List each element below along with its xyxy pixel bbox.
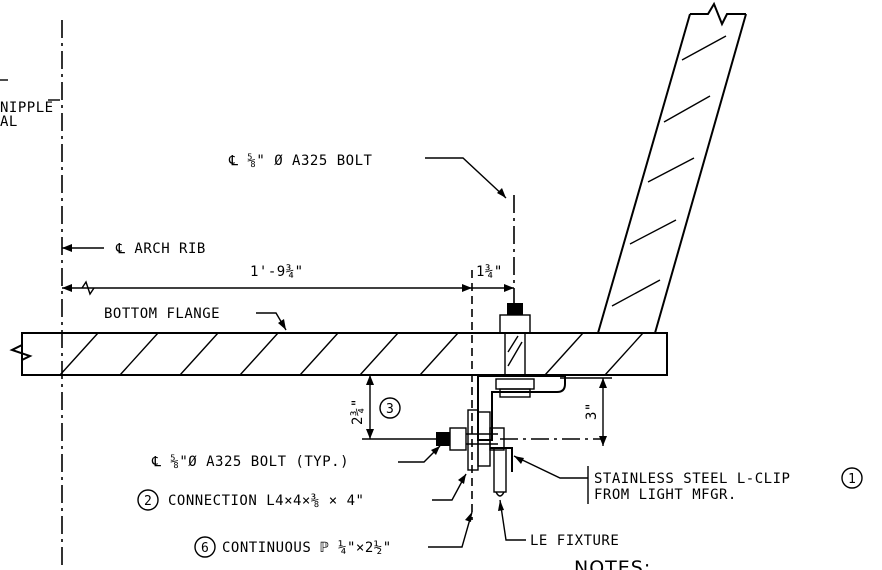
le-fixture-leader	[499, 499, 526, 541]
clip-label-line2: FROM LIGHT MFGR.	[594, 487, 737, 503]
arch-rib-member	[597, 1, 747, 334]
clip-arrowhead	[514, 456, 524, 464]
connection-arrowhead	[458, 474, 466, 484]
callout-6-circle	[194, 536, 216, 558]
callout-1-label: 1	[848, 472, 856, 487]
continuous-plate-arrowhead	[465, 512, 472, 522]
notes-heading: NOTES:	[574, 557, 651, 570]
nipple-fragment-label: NIPPLE	[0, 100, 54, 116]
clip-leader	[513, 455, 588, 479]
bottom-flange-label: BOTTOM FLANGE	[104, 306, 220, 322]
clip-label-line1: STAINLESS STEEL L-CLIP	[594, 471, 790, 487]
dim-long-label: 1'-9¾"	[250, 264, 304, 280]
continuous-plate-label: CONTINUOUS ℙ ¼"×2½"	[222, 540, 392, 556]
continuous-plate-leader	[428, 511, 473, 548]
callout-3-circle	[379, 397, 401, 419]
horizontal-bolt	[436, 427, 505, 451]
callout-2-circle	[137, 489, 159, 511]
bolt-typ-arrowhead	[431, 446, 440, 455]
callout-3-label: 3	[386, 402, 394, 417]
bolt-top-leader	[425, 157, 507, 199]
dim-right-label: 3"	[584, 402, 600, 420]
vertical-bolt	[495, 303, 535, 398]
connection-angle	[467, 375, 566, 471]
dimension-1-3-4	[472, 284, 514, 292]
bottom-flange	[9, 332, 668, 376]
le-fixture-label: LE FIXTURE	[530, 533, 619, 549]
bolt-typ-label: ℄ ⅝"Ø A325 BOLT (TYP.)	[151, 454, 349, 470]
dimension-3	[560, 377, 612, 446]
dim-left-label: 2¾"	[350, 398, 366, 425]
light-fixture-clip	[490, 447, 513, 497]
callout-6-label: 6	[201, 541, 209, 556]
bolt-top-arrowhead	[497, 188, 506, 198]
connection-leader	[432, 473, 467, 501]
bolt-top-label: ℄ ⅝" Ø A325 BOLT	[228, 153, 372, 169]
callout-1-circle	[841, 467, 863, 489]
bolt-typ-leader	[398, 445, 441, 463]
al-fragment-label: AL	[0, 114, 18, 130]
arch-rib-arrowhead	[62, 244, 72, 252]
callout-2-label: 2	[144, 494, 152, 509]
arch-rib-label: ℄ ARCH RIB	[115, 241, 206, 257]
connection-label: CONNECTION L4×4×⅜ × 4"	[168, 493, 364, 509]
le-fixture-arrowhead	[498, 500, 504, 511]
dim-short-label: 1¾"	[476, 264, 503, 280]
dimension-2-3-4	[362, 375, 440, 440]
dimension-1-9-3-4	[62, 280, 472, 296]
bottom-flange-arrowhead	[278, 319, 286, 330]
